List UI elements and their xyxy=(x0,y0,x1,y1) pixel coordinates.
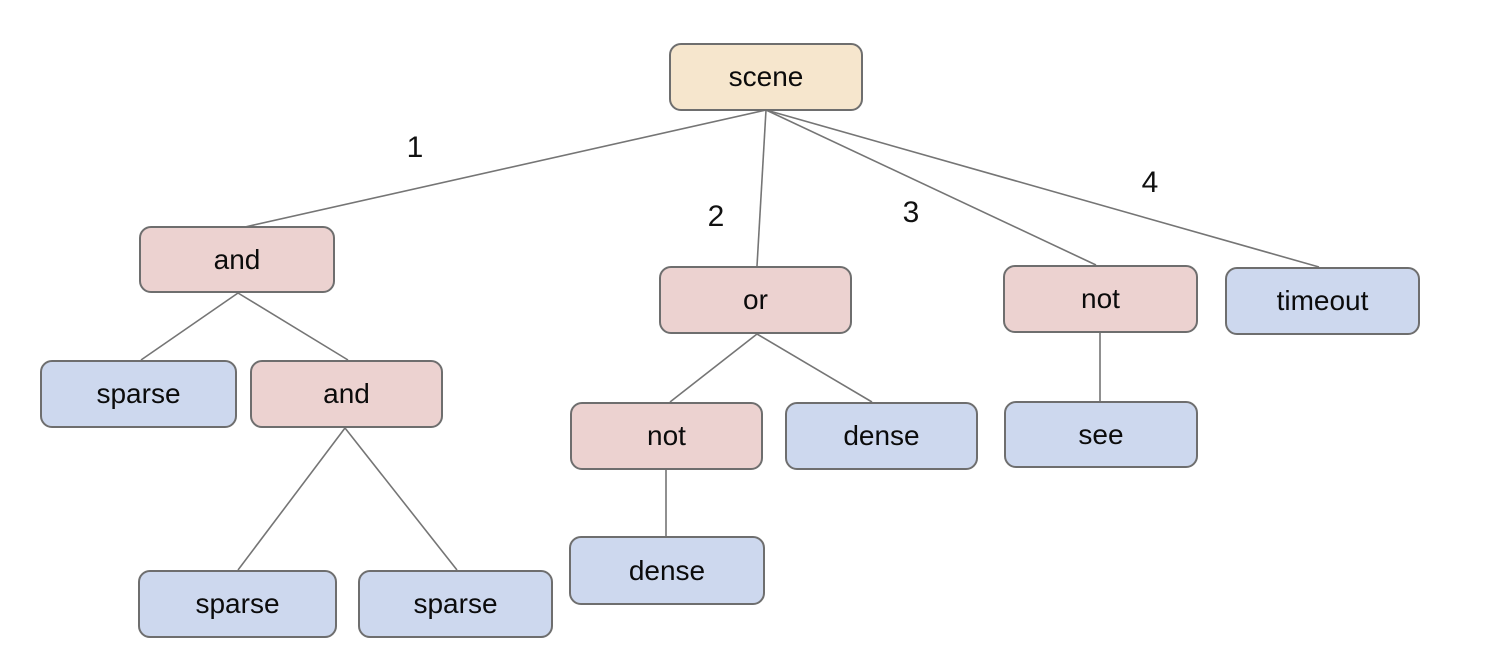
edge-line-scene-and1 xyxy=(244,109,767,228)
tree-node-label: dense xyxy=(843,420,920,451)
tree-node-see1: see xyxy=(1004,401,1198,468)
edge-line-and2-sparse2 xyxy=(237,427,346,571)
tree-node-and1: and xyxy=(139,226,335,293)
tree-node-label: sparse xyxy=(96,378,181,409)
tree-node-label: see xyxy=(1078,418,1124,450)
tree-node-timeout1: timeout xyxy=(1225,267,1420,335)
tree-node-label: sparse xyxy=(195,588,280,619)
tree-node-label: dense xyxy=(628,554,706,586)
tree-node-dense1: dense xyxy=(785,402,978,470)
tree-node-label: timeout xyxy=(1276,285,1369,316)
tree-node-label: and xyxy=(213,243,261,275)
edge-label-1: 1 xyxy=(406,131,424,164)
tree-node-dense2: dense xyxy=(569,536,765,605)
tree-node-or1: or xyxy=(659,266,852,334)
edge-line-or1-not2 xyxy=(669,333,758,403)
tree-node-not2: not xyxy=(570,402,763,470)
edge-line-scene-timeout1 xyxy=(765,109,1320,268)
edge-label-4: 4 xyxy=(1141,166,1159,199)
edge-line-or1-dense1 xyxy=(756,333,873,403)
tree-node-and2: and xyxy=(250,360,443,428)
edge-line-and2-sparse3 xyxy=(344,427,458,571)
tree-node-label: or xyxy=(743,284,768,315)
tree-node-label: not xyxy=(647,420,686,451)
edge-label-2: 2 xyxy=(707,200,725,233)
edge-line-and1-and2 xyxy=(237,292,349,361)
tree-node-not1: not xyxy=(1003,265,1198,333)
tree-node-sparse2: sparse xyxy=(138,570,337,638)
tree-node-label: scene xyxy=(728,61,804,92)
edge-line-scene-or1 xyxy=(756,109,767,267)
edge-line-and1-sparse1 xyxy=(140,292,239,361)
tree-node-label: and xyxy=(323,378,370,409)
tree-node-sparse1: sparse xyxy=(40,360,237,428)
tree-node-label: not xyxy=(1081,283,1120,314)
edge-label-3: 3 xyxy=(902,196,920,229)
tree-node-sparse3: sparse xyxy=(358,570,553,638)
tree-node-label: sparse xyxy=(413,588,498,619)
tree-node-scene: scene xyxy=(669,43,863,111)
edge-line-scene-not1 xyxy=(765,109,1097,266)
